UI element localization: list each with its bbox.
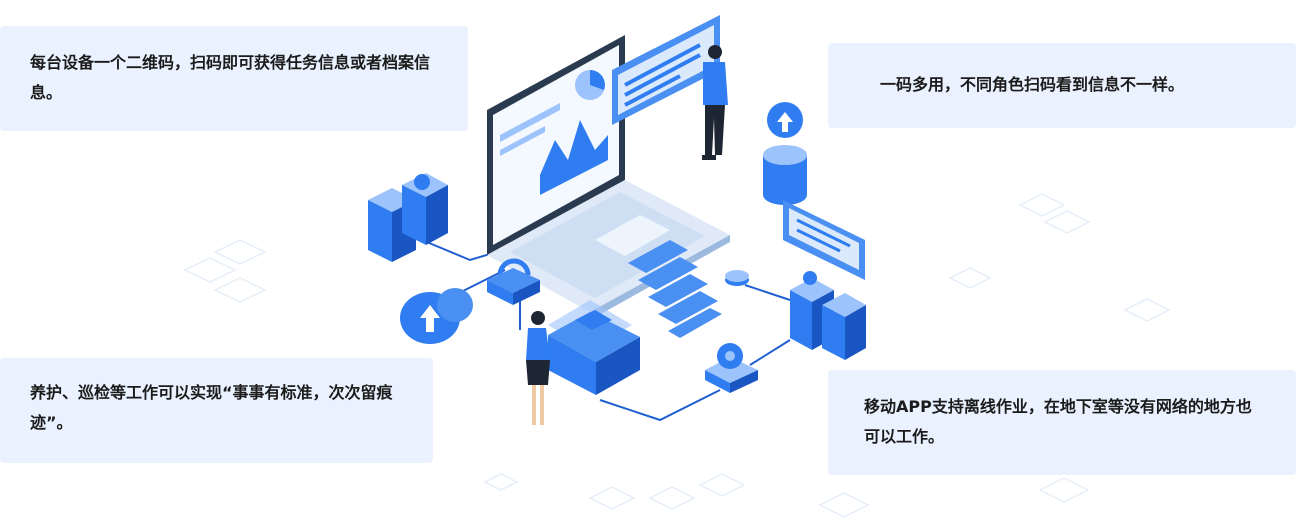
floating-panel-icon bbox=[612, 15, 720, 125]
padlock-icon bbox=[487, 258, 540, 305]
gear-icon bbox=[705, 343, 758, 393]
cloud-upload-icon bbox=[400, 288, 473, 344]
step-plates bbox=[628, 240, 722, 338]
woman-person-icon bbox=[526, 311, 550, 425]
background-tiles bbox=[183, 193, 1171, 518]
feature-text: 养护、巡检等工作可以实现“事事有标准，次次留痕迹”。 bbox=[30, 383, 393, 432]
center-box-icon bbox=[548, 300, 640, 395]
feature-card-qr-code: 每台设备一个二维码，扫码即可获得任务信息或者档案信息。 bbox=[0, 26, 468, 131]
feature-card-offline-app: 移动APP支持离线作业，在地下室等没有网络的地方也可以工作。 bbox=[828, 370, 1296, 475]
feature-text: 一码多用，不同角色扫码看到信息不一样。 bbox=[880, 75, 1185, 94]
database-icon bbox=[725, 102, 807, 286]
server-stack-icon bbox=[790, 271, 866, 360]
feature-text: 移动APP支持离线作业，在地下室等没有网络的地方也可以工作。 bbox=[864, 397, 1252, 446]
feature-text: 每台设备一个二维码，扫码即可获得任务信息或者档案信息。 bbox=[30, 53, 431, 102]
server-stack-icon bbox=[368, 173, 448, 262]
feature-card-multi-use: 一码多用，不同角色扫码看到信息不一样。 bbox=[828, 43, 1296, 128]
feature-card-maintenance-standard: 养护、巡检等工作可以实现“事事有标准，次次留痕迹”。 bbox=[0, 358, 433, 463]
person-icon bbox=[702, 45, 728, 160]
laptop-icon bbox=[487, 35, 730, 320]
chat-bubble-icon bbox=[783, 200, 865, 280]
